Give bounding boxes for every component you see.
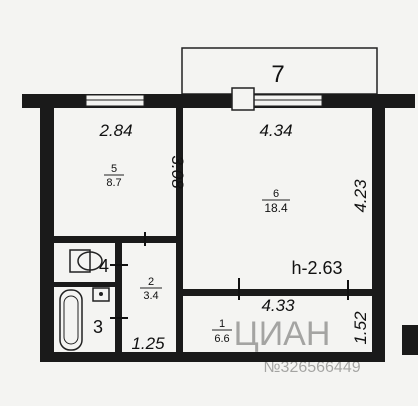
room-6: 4.34 4.23 6 18.4 h-2.63 <box>259 121 370 278</box>
room-6-ceiling: h-2.63 <box>291 258 342 278</box>
room-5-area: 8.7 <box>106 177 121 189</box>
room-4-number: 4 <box>99 256 109 276</box>
watermark-id: №326566449 <box>263 359 360 376</box>
room-5-height: 3.08 <box>168 155 187 189</box>
toilet-icon <box>69 249 103 273</box>
exterior-right-wall <box>372 106 385 356</box>
room-5: 2.84 3.08 5 8.7 <box>98 121 187 189</box>
room-5-width: 2.84 <box>98 121 132 140</box>
room-6-height: 4.23 <box>351 179 370 213</box>
wall-2-1 <box>176 289 183 353</box>
door-marks <box>110 232 349 319</box>
room-6-number: 6 <box>273 188 279 200</box>
watermark: ЦИАН №326566449 <box>234 315 361 376</box>
wall-5-6 <box>176 106 183 296</box>
room-6-width: 4.34 <box>259 121 292 140</box>
exterior-left-wall <box>40 106 54 356</box>
wall-under-5 <box>54 236 179 243</box>
room-5-number: 5 <box>111 163 117 175</box>
room-1-height: 1.52 <box>351 311 370 345</box>
room-1: 4.33 1.52 1 6.6 <box>212 296 370 345</box>
bathtub-icon <box>59 289 83 351</box>
balcony-number: 7 <box>271 61 284 88</box>
room-1-width: 4.33 <box>261 296 295 315</box>
wall-6-1 <box>176 289 372 296</box>
room-6-area: 18.4 <box>264 201 288 215</box>
room-2: 2 3.4 1.25 <box>131 276 165 353</box>
wall-bath-2 <box>115 243 122 353</box>
room-2-area: 3.4 <box>143 290 158 302</box>
room-3-number: 3 <box>93 317 103 337</box>
room-2-dim: 1.25 <box>131 334 165 353</box>
exterior-top-wall <box>22 87 415 111</box>
door-balcony <box>231 87 255 111</box>
watermark-logo: ЦИАН <box>234 315 331 353</box>
sink-icon <box>92 287 110 302</box>
room-2-number: 2 <box>148 276 154 288</box>
balcony: 7 <box>181 47 378 95</box>
exterior-bottom-wall <box>40 352 385 362</box>
room-1-number: 1 <box>219 318 225 330</box>
room-1-area: 6.6 <box>214 333 229 345</box>
